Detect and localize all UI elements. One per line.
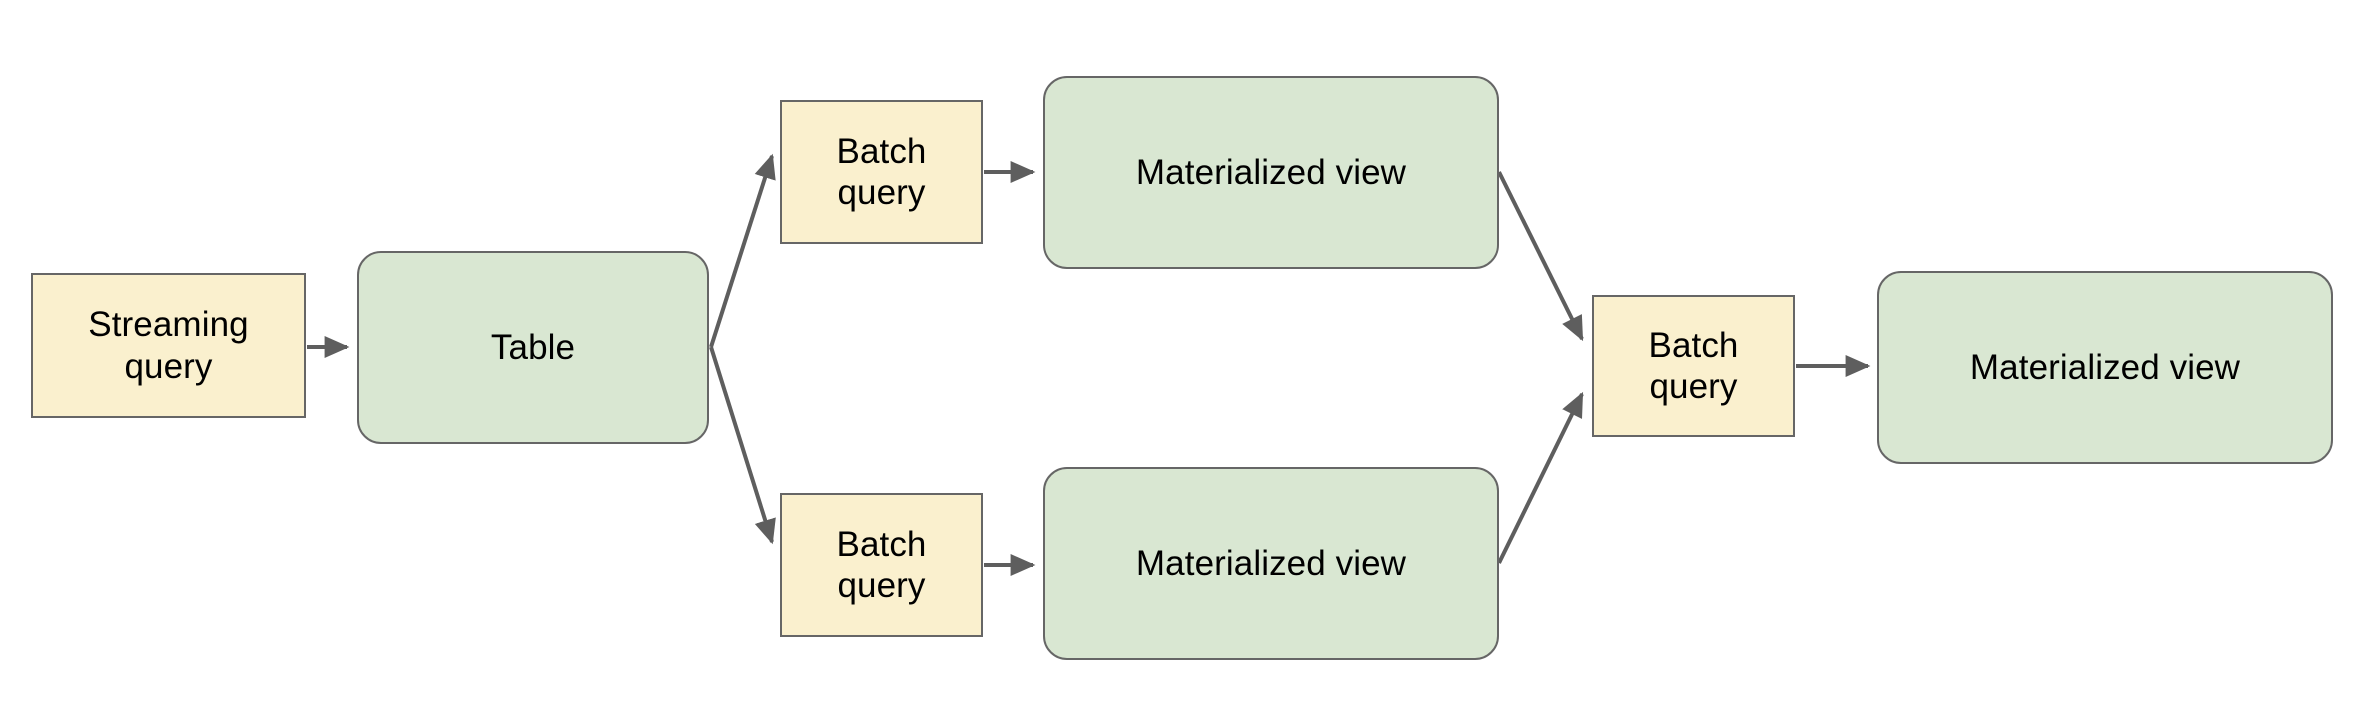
node-materialized-view-top[interactable]: Materialized view: [1043, 76, 1499, 269]
node-batch-query-top[interactable]: Batch query: [780, 100, 983, 244]
node-materialized-view-final-label: Materialized view: [1969, 347, 2241, 387]
node-materialized-view-bottom[interactable]: Materialized view: [1043, 467, 1499, 660]
node-batch-query-bottom[interactable]: Batch query: [780, 493, 983, 637]
node-batch-query-bottom-label: Batch query: [836, 524, 927, 605]
node-streaming-query-label: Streaming query: [88, 305, 249, 386]
edge-table-to-batch-query-top: [709, 153, 776, 348]
edge-table-to-batch-query-bottom: [709, 346, 776, 545]
node-table-label: Table: [490, 327, 576, 367]
node-materialized-view-top-label: Materialized view: [1135, 152, 1407, 192]
node-materialized-view-bottom-label: Materialized view: [1135, 543, 1407, 583]
node-materialized-view-final[interactable]: Materialized view: [1877, 271, 2333, 464]
edge-materialized-view-top-to-batch-query-join: [1497, 171, 1584, 342]
node-table[interactable]: Table: [357, 251, 709, 444]
node-batch-query-join-label: Batch query: [1648, 325, 1739, 406]
node-batch-query-top-label: Batch query: [836, 131, 927, 212]
node-streaming-query[interactable]: Streaming query: [31, 273, 306, 418]
node-batch-query-join[interactable]: Batch query: [1592, 295, 1795, 437]
edge-materialized-view-bottom-to-batch-query-join: [1497, 391, 1584, 564]
